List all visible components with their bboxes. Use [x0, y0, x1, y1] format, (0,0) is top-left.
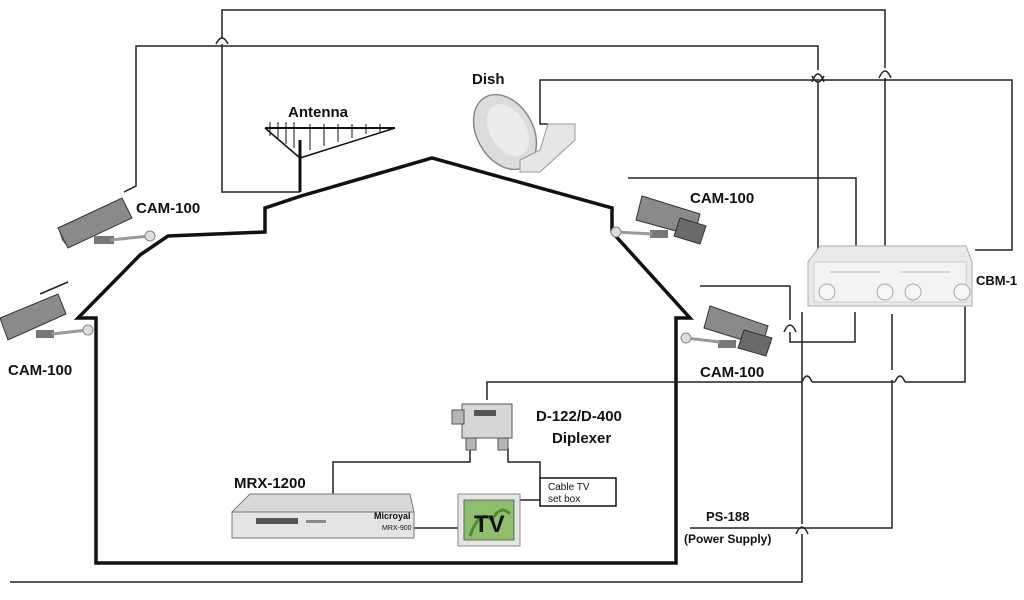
- cbm-combiner-icon: [807, 245, 973, 307]
- diplexer-name-label: Diplexer: [552, 430, 611, 447]
- camera-icon: [610, 195, 707, 245]
- camera-label: CAM-100: [8, 362, 72, 379]
- diplexer-model-label: D-122/D-400: [536, 408, 622, 425]
- camera-label: CAM-100: [690, 190, 754, 207]
- receiver-model: MRX-900: [382, 525, 412, 532]
- satellite-dish-icon: [472, 93, 576, 173]
- dish-label: Dish: [472, 71, 505, 88]
- tv-icon: [457, 493, 521, 547]
- camera-icon: [680, 305, 773, 357]
- camera-label: CAM-100: [700, 364, 764, 381]
- house-outline: [73, 156, 694, 565]
- wiring-lines: [10, 9, 1013, 583]
- power-supply-name: (Power Supply): [684, 532, 771, 546]
- diplexer-icon: [451, 403, 513, 451]
- camera-icon: [57, 197, 156, 249]
- antenna-label: Antenna: [288, 104, 349, 121]
- receiver-label: MRX-1200: [234, 475, 306, 492]
- tv-label: TV: [474, 511, 505, 538]
- antenna-icon: [264, 122, 396, 192]
- cable-box-line2: set box: [548, 494, 580, 505]
- camera-icon: [0, 293, 94, 341]
- cbm-label: CBM-1: [976, 273, 1017, 288]
- camera-label: CAM-100: [136, 200, 200, 217]
- power-supply-model: PS-188: [706, 509, 749, 524]
- cable-box-frame: [539, 477, 617, 507]
- receiver-brand: Microyal: [374, 511, 411, 521]
- cable-box-line1: Cable TV: [548, 482, 590, 493]
- receiver-icon: [230, 493, 415, 539]
